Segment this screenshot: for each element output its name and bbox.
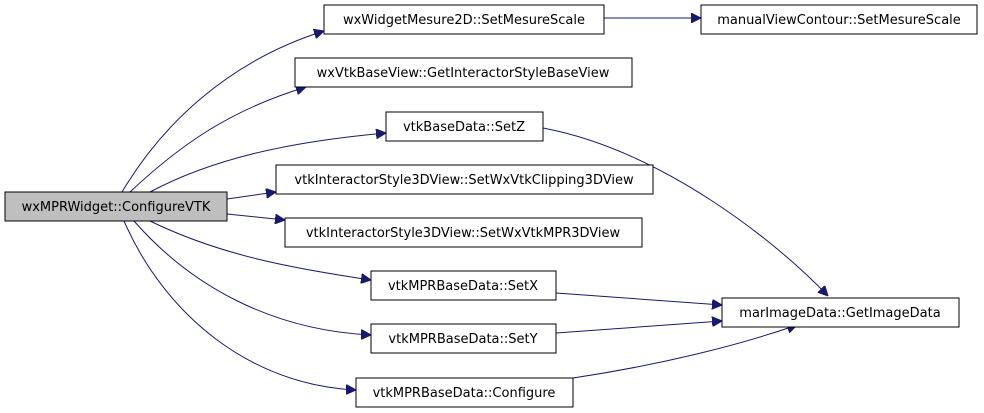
edge-mpr-set-y-to-get-image-data [555, 321, 722, 334]
node-set-wx-vtk-mpr-3d-view[interactable]: vtkInteractorStyle3DView::SetWxVtkMPR3DV… [284, 217, 643, 248]
node-box [284, 217, 643, 248]
node-box [355, 377, 574, 408]
node-box [700, 4, 978, 35]
edge-configure-vtk-to-set-mesure-scale-2d [121, 31, 324, 193]
edge-base-data-set-z-to-get-image-data [542, 127, 828, 296]
node-label: vtkMPRBaseData::SetY [388, 332, 537, 347]
edge-configure-vtk-to-get-interactor-style-base-view [129, 87, 306, 193]
edge-configure-vtk-to-mpr-set-y [133, 220, 371, 335]
edge-mpr-configure-to-get-image-data [572, 325, 797, 379]
node-configure-vtk[interactable]: wxMPRWidget::ConfigureVTK [4, 191, 228, 222]
node-mpr-set-y[interactable]: vtkMPRBaseData::SetY [370, 323, 557, 354]
node-label: vtkInteractorStyle3DView::SetWxVtkClippi… [294, 173, 634, 188]
node-label: vtkInteractorStyle3DView::SetWxVtkMPR3DV… [306, 226, 621, 241]
edge-configure-vtk-to-set-wx-vtk-clipping-3d-view [226, 192, 276, 200]
node-set-wx-vtk-clipping-3d-view[interactable]: vtkInteractorStyle3DView::SetWxVtkClippi… [275, 164, 654, 195]
node-mpr-configure[interactable]: vtkMPRBaseData::Configure [355, 377, 574, 408]
edge-configure-vtk-to-base-data-set-z [149, 133, 386, 193]
node-contour-set-mesure-scale[interactable]: manualViewContour::SetMesureScale [700, 4, 978, 35]
node-box [294, 57, 633, 88]
node-box [370, 270, 557, 301]
node-box [370, 323, 557, 354]
node-label: vtkMPRBaseData::Configure [373, 386, 556, 401]
node-box [385, 111, 544, 142]
node-box [323, 4, 605, 35]
node-label: marImageData::GetImageData [739, 306, 940, 321]
node-label: wxWidgetMesure2D::SetMesureScale [343, 13, 585, 28]
edge-mpr-set-x-to-get-image-data [555, 292, 722, 305]
node-box [721, 297, 960, 328]
node-set-mesure-scale-2d[interactable]: wxWidgetMesure2D::SetMesureScale [323, 4, 605, 35]
node-label: vtkBaseData::SetZ [403, 120, 525, 135]
node-get-image-data[interactable]: marImageData::GetImageData [721, 297, 960, 328]
node-label: manualViewContour::SetMesureScale [717, 13, 961, 28]
edge-configure-vtk-to-mpr-set-x [149, 220, 371, 280]
node-mpr-set-x[interactable]: vtkMPRBaseData::SetX [370, 270, 557, 301]
node-label: wxVtkBaseView::GetInteractorStyleBaseVie… [317, 66, 610, 81]
node-base-data-set-z[interactable]: vtkBaseData::SetZ [385, 111, 544, 142]
node-box [275, 164, 654, 195]
node-get-interactor-style-base-view[interactable]: wxVtkBaseView::GetInteractorStyleBaseVie… [294, 57, 633, 88]
edge-configure-vtk-to-mpr-configure [123, 220, 356, 390]
node-label: vtkMPRBaseData::SetX [388, 279, 538, 294]
edge-configure-vtk-to-set-wx-vtk-mpr-3d-view [226, 213, 285, 220]
node-box [4, 191, 228, 222]
nodes: wxMPRWidget::ConfigureVTK wxWidgetMesure… [4, 4, 978, 408]
node-label: wxMPRWidget::ConfigureVTK [22, 200, 211, 215]
edges [121, 18, 828, 390]
